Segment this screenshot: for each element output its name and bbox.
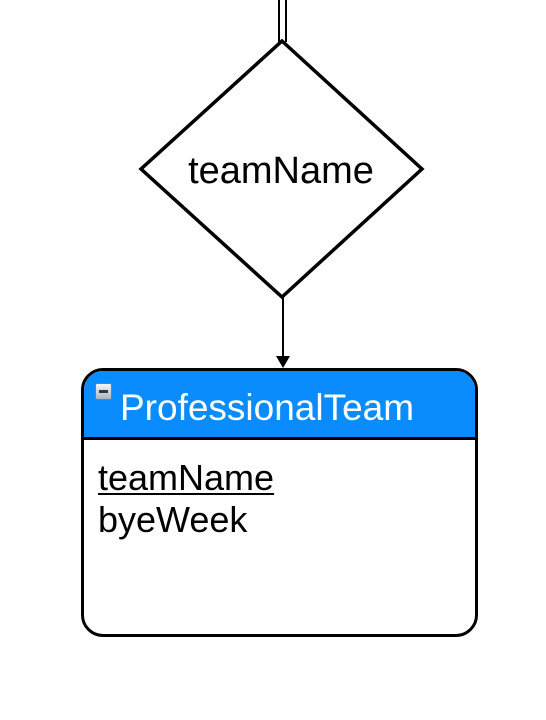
entity-header: ProfessionalTeam — [84, 371, 475, 440]
relationship-diamond[interactable]: teamName — [138, 38, 425, 300]
entity-professional-team[interactable]: ProfessionalTeam teamName byeWeek — [81, 368, 478, 637]
entity-title: ProfessionalTeam — [120, 387, 415, 428]
collapse-minus-icon[interactable] — [95, 383, 112, 400]
entity-attributes: teamName byeWeek — [84, 440, 475, 541]
attribute-bye-week: byeWeek — [98, 499, 248, 540]
relationship-label: teamName — [188, 150, 374, 192]
double-connector-line[interactable] — [278, 0, 287, 42]
attribute-team-name: teamName — [98, 457, 275, 498]
